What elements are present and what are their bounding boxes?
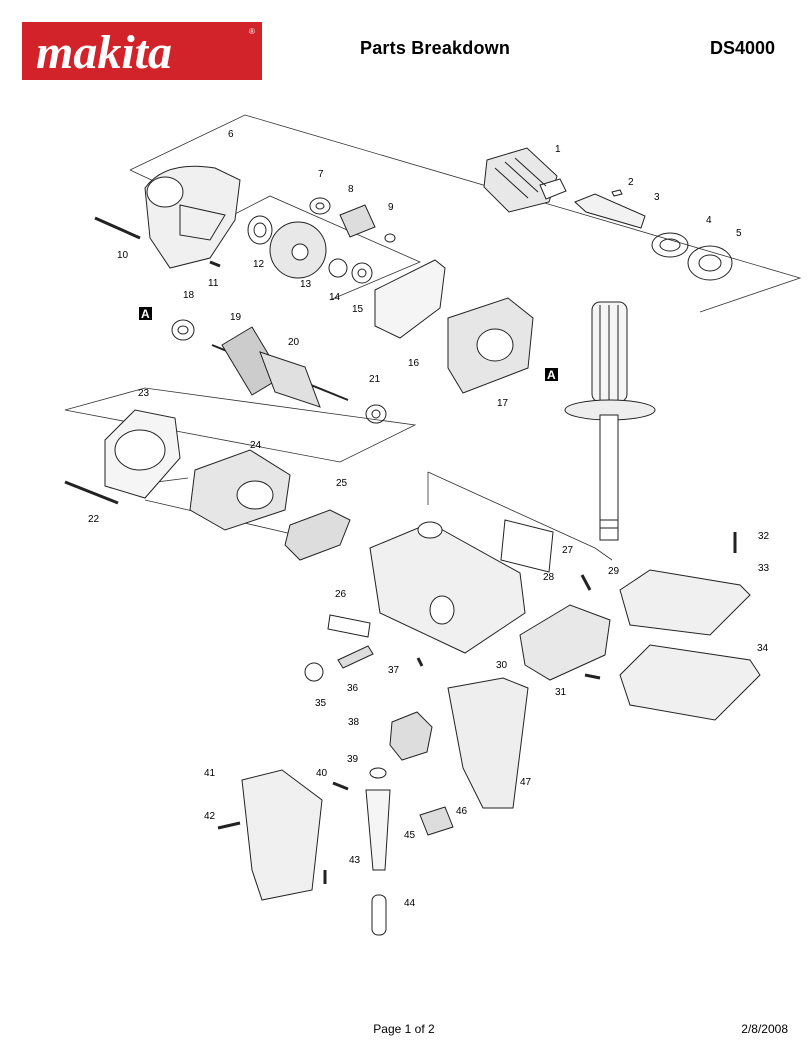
part-number-label: 29: [608, 566, 620, 577]
part-number-label: 25: [336, 478, 348, 489]
part-number-label: 11: [208, 278, 219, 289]
part-number-label: 26: [335, 589, 347, 600]
part-number-label: 34: [757, 643, 769, 654]
part-number-label: 10: [117, 250, 129, 261]
part-number-label: 13: [300, 279, 312, 290]
part-number-label: 24: [250, 440, 262, 451]
part-number-label: 20: [288, 337, 300, 348]
part-side-handle: [564, 301, 656, 541]
part-housing: [447, 297, 534, 394]
part-number-label: 30: [496, 660, 508, 671]
part-number-label: 31: [555, 687, 567, 698]
part-number-label: 12: [253, 259, 265, 270]
part-number-label: 27: [562, 545, 574, 556]
part-number-label: 32: [758, 531, 770, 542]
svg-text:®: ®: [249, 27, 255, 36]
assembly-mark-a: A: [141, 307, 150, 321]
part-number-label: 17: [497, 398, 509, 409]
part-number-label: 8: [348, 184, 354, 195]
part-motor-housing: [369, 521, 526, 654]
part-armature: [211, 326, 349, 408]
page-title: Parts Breakdown: [360, 38, 511, 58]
part-number-label: 19: [230, 312, 242, 323]
part-number-label: 4: [706, 215, 712, 226]
part-number-label: 14: [329, 292, 341, 303]
part-number-label: 47: [520, 777, 532, 788]
part-number-label: 39: [347, 754, 359, 765]
part-number-label: 18: [183, 290, 195, 301]
part-number-label: 16: [408, 358, 420, 369]
part-number-label: 15: [352, 304, 364, 315]
part-number-label: 45: [404, 830, 416, 841]
part-gear-housing: [144, 165, 241, 269]
part-number-label: 43: [349, 855, 361, 866]
part-number-label: 36: [347, 683, 359, 694]
page-number: Page 1 of 2: [373, 1022, 435, 1036]
part-number-label: 37: [388, 665, 400, 676]
document-date: 2/8/2008: [741, 1022, 788, 1036]
part-number-label: 28: [543, 572, 555, 583]
part-number-label: 1: [555, 144, 561, 155]
part-number-label: 3: [654, 192, 660, 203]
part-number-label: 6: [228, 129, 234, 140]
part-number-label: 38: [348, 717, 360, 728]
part-number-label: 5: [736, 228, 742, 239]
part-number-label: 40: [316, 768, 328, 779]
part-number-label: 42: [204, 811, 216, 822]
part-number-label: 23: [138, 388, 150, 399]
part-number-label: 2: [628, 177, 634, 188]
part-number-label: 9: [388, 202, 394, 213]
logo-text: makita: [36, 26, 172, 79]
part-number-label: 21: [369, 374, 381, 385]
part-number-label: 44: [404, 898, 416, 909]
part-number-label: 22: [88, 514, 100, 525]
part-chuck: [483, 147, 567, 213]
assembly-mark-a: A: [547, 368, 556, 382]
part-number-label: 7: [318, 169, 324, 180]
model-number: DS4000: [710, 38, 776, 58]
part-number-label: 46: [456, 806, 468, 817]
part-number-label: 33: [758, 563, 770, 574]
part-number-label: 35: [315, 698, 327, 709]
part-number-label: 41: [204, 768, 216, 779]
makita-logo: makita ®: [22, 22, 262, 80]
